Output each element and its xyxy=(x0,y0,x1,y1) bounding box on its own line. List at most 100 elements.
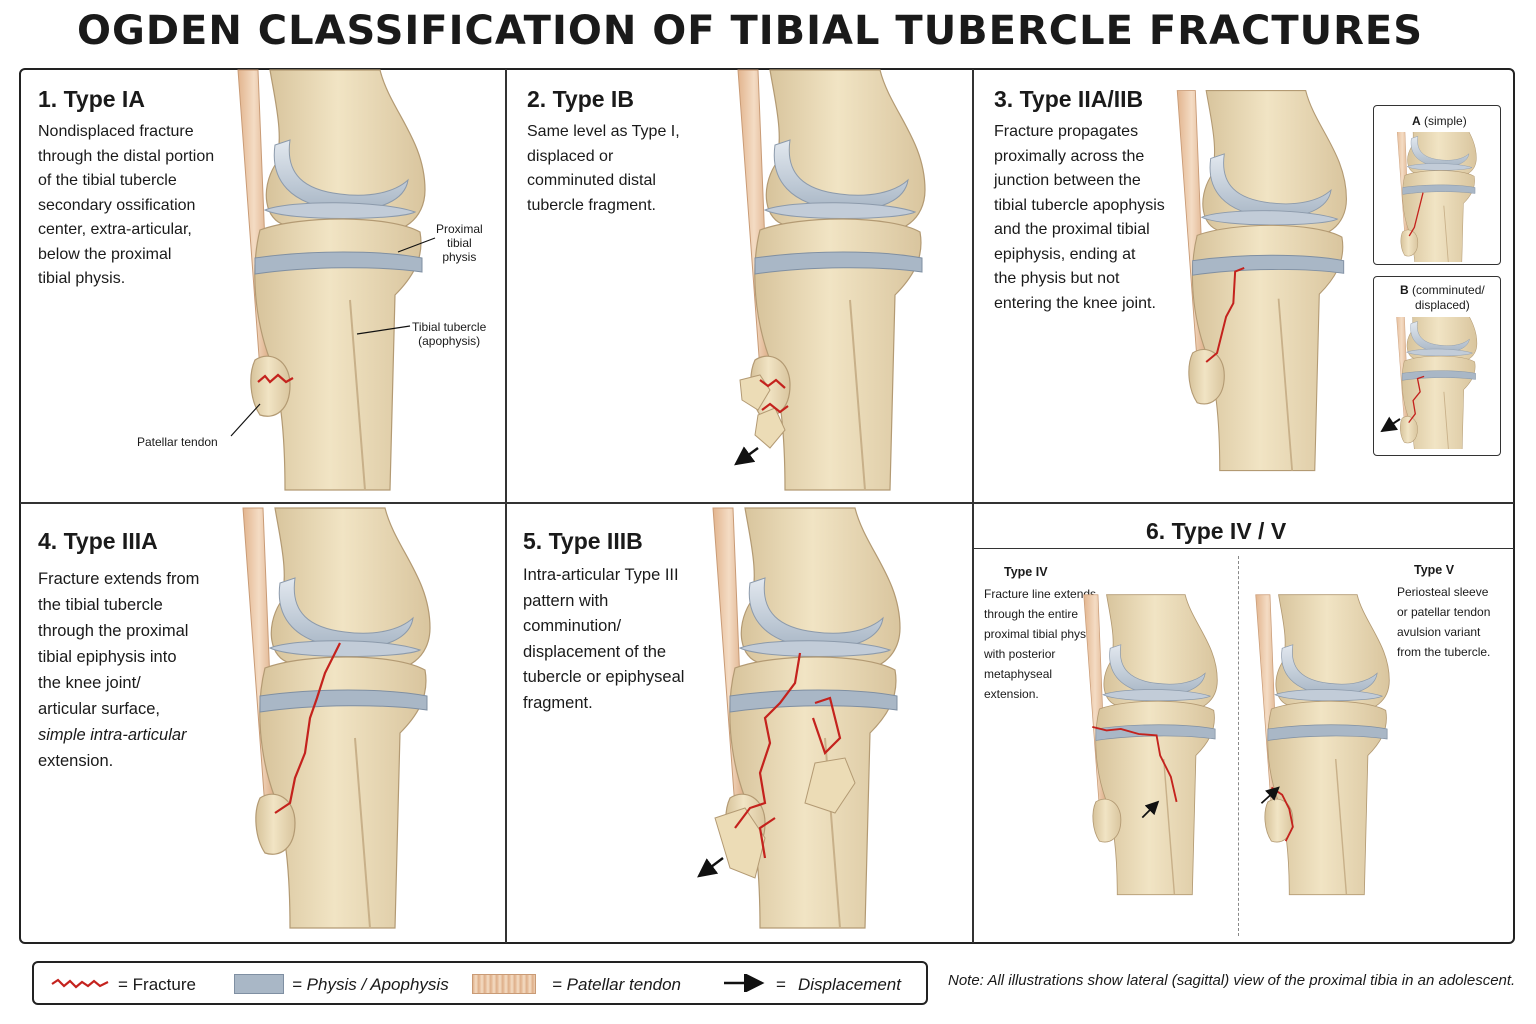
inset-type-iia: A (simple) xyxy=(1373,105,1501,265)
text-line: and the proximal tibial xyxy=(994,221,1150,238)
inset-note: displaced) xyxy=(1415,298,1470,312)
knee-illustration-type-iv xyxy=(1082,594,1219,896)
panel-1-description: Nondisplaced fracture through the distal… xyxy=(38,120,214,292)
dashed-divider xyxy=(1238,556,1239,936)
text-line: comminution/ xyxy=(523,617,622,635)
panel-1-title: 1. Type IA xyxy=(38,86,145,112)
inset-note: (comminuted/ xyxy=(1412,283,1485,297)
text-line: below the proximal xyxy=(38,245,172,263)
fracture-line xyxy=(1205,266,1245,363)
divider xyxy=(20,502,1514,504)
physis-legend-swatch xyxy=(234,974,284,994)
text-line: center, extra-articular, xyxy=(38,221,192,238)
text-line: tubercle or epiphyseal xyxy=(523,668,685,686)
leader-line xyxy=(397,237,436,253)
text-line: comminuted distal xyxy=(527,172,656,189)
leader-line xyxy=(230,403,261,437)
leader-line xyxy=(356,325,411,335)
knee-illustration-type-ii xyxy=(1176,89,1348,472)
panel-grid xyxy=(19,68,1515,944)
text-line: with posterior xyxy=(984,647,1056,661)
divider xyxy=(972,69,974,943)
type-iv-description: Fracture line extends through the entire… xyxy=(984,584,1096,704)
text-line: entering the knee joint. xyxy=(994,294,1156,312)
text-line: the tibial tubercle xyxy=(38,596,163,614)
label-line: Tibial tubercle xyxy=(412,320,487,334)
fracture-legend-icon xyxy=(51,978,109,989)
text-line: Periosteal sleeve xyxy=(1397,585,1489,599)
text-line: or patellar tendon xyxy=(1397,605,1491,619)
text-line: through the entire xyxy=(984,607,1079,621)
text-line: from the tubercle. xyxy=(1397,645,1491,659)
panel-3-title: 3. Type IIA/IIB xyxy=(994,86,1144,112)
inset-letter: A xyxy=(1412,114,1421,128)
label-tibial-tubercle: Tibial tubercle (apophysis) xyxy=(412,320,486,348)
label-patellar-tendon: Patellar tendon xyxy=(137,435,218,449)
text-line: epiphysis, ending at xyxy=(994,245,1136,263)
page-title: OGDEN CLASSIFICATION OF TIBIAL TUBERCLE … xyxy=(76,8,1424,54)
text-line: the physis but not xyxy=(994,270,1120,287)
label-proximal-tibial-physis: Proximal tibial physis xyxy=(436,222,483,264)
text-line: Nondisplaced fracture xyxy=(38,123,194,140)
text-line: the knee joint/ xyxy=(38,674,141,692)
text-line: extension. xyxy=(38,752,114,770)
footnote: Note: All illustrations show lateral (sa… xyxy=(948,972,1516,989)
text-line: Same level as Type I, xyxy=(527,123,680,140)
displacement-arrow xyxy=(697,857,724,878)
fracture-line xyxy=(759,378,789,414)
inset-a-illustration xyxy=(1394,132,1477,262)
text-line: avulsion variant xyxy=(1397,625,1481,639)
text-line: through the distal portion xyxy=(38,147,215,165)
text-line: of the tibial tubercle xyxy=(38,172,177,189)
text-line: simple intra-articular xyxy=(38,726,187,744)
panel-3-description: Fracture propagates proximally across th… xyxy=(994,120,1165,316)
inset-a-label: A (simple) xyxy=(1412,114,1467,128)
knee-illustration-type-v xyxy=(1254,594,1391,896)
knee-illustration-type-iiia xyxy=(242,507,431,929)
text-line: articular surface, xyxy=(38,700,160,718)
inset-b-illustration xyxy=(1394,317,1478,449)
legend-displacement-label: Displacement xyxy=(798,975,901,994)
text-line: proximally across the xyxy=(994,147,1145,165)
knee-illustration-type-ia xyxy=(237,69,426,491)
text-line: proximal tibial physis xyxy=(984,627,1095,641)
knee-illustration-type-iiib xyxy=(697,507,901,929)
displacement-arrow xyxy=(1260,786,1280,804)
panel-5-title: 5. Type IIIB xyxy=(523,528,643,554)
text-line: Fracture propagates xyxy=(994,123,1139,140)
legend-tendon-label: = Patellar tendon xyxy=(552,975,682,994)
inset-letter: B xyxy=(1400,283,1409,297)
text-line: displaced or xyxy=(527,147,614,165)
label-line: Proximal xyxy=(436,222,483,236)
text-line: junction between the xyxy=(994,172,1141,189)
legend: = Fracture = Physis / Apophysis = Patell… xyxy=(32,961,928,1005)
legend-fracture-label: = Fracture xyxy=(118,975,196,994)
text-line: Fracture extends from xyxy=(38,570,200,588)
text-line: Fracture line extends xyxy=(984,587,1097,601)
panel-2-title: 2. Type IB xyxy=(527,86,634,112)
text-line: tibial epiphysis into xyxy=(38,648,177,666)
text-line: extension. xyxy=(984,687,1039,701)
label-line: (apophysis) xyxy=(418,334,481,348)
divider xyxy=(505,69,507,943)
displacement-arrow xyxy=(734,446,759,466)
panel-2-description: Same level as Type I, displaced or commi… xyxy=(527,120,680,218)
legend-equals: = xyxy=(776,975,786,994)
inset-note: (simple) xyxy=(1424,114,1467,128)
fracture-line xyxy=(257,373,294,384)
legend-physis-label: = Physis / Apophysis xyxy=(292,975,449,994)
panel-5-description: Intra-articular Type III pattern with co… xyxy=(523,563,684,716)
text-line: metaphyseal xyxy=(984,667,1053,681)
panel-6-title: 6. Type IV / V xyxy=(1146,518,1287,544)
text-line: through the proximal xyxy=(38,622,189,640)
displacement-arrow xyxy=(1380,416,1401,433)
text-line: tubercle fragment. xyxy=(527,196,656,214)
text-line: Intra-articular Type III xyxy=(523,566,679,584)
divider xyxy=(973,548,1514,549)
knee-illustration-type-ib xyxy=(734,69,926,491)
fracture-line xyxy=(274,642,341,814)
fracture-line xyxy=(734,652,842,859)
text-line: pattern with xyxy=(523,591,609,610)
fracture-line xyxy=(1092,725,1178,803)
panel-4-title: 4. Type IIIA xyxy=(38,528,158,554)
